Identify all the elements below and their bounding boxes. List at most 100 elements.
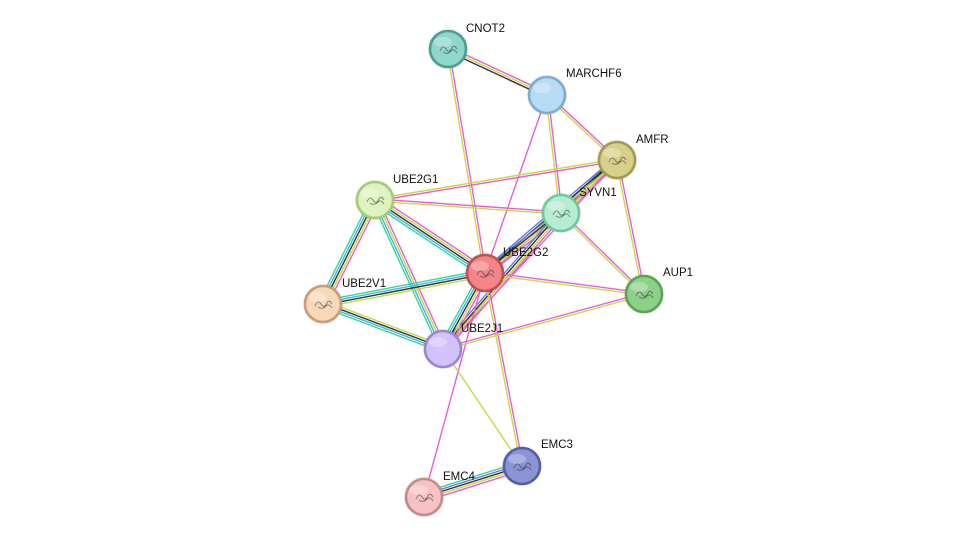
edge-evidence-line [442, 292, 645, 349]
edge-marchf6-syvn1[interactable] [545, 94, 563, 214]
protein-structure-icon [608, 156, 627, 165]
edge-ube2g2-ube2v1[interactable] [321, 269, 487, 308]
edge-evidence-line [323, 300, 445, 347]
edge-evidence-line [374, 199, 486, 274]
node-circle-aup1[interactable] [624, 274, 664, 314]
edge-ube2g1-ube2j1[interactable] [371, 197, 447, 352]
edge-evidence-line [322, 199, 376, 305]
edge-evidence-line [442, 294, 645, 351]
edge-evidence-line [547, 94, 563, 214]
node-gloss [630, 282, 648, 292]
node-halo [624, 274, 664, 314]
edge-evidence-line [371, 202, 484, 278]
edge-evidence-line [374, 198, 562, 213]
protein-structure-icon [476, 269, 495, 278]
node-gloss [361, 188, 379, 198]
node-label-aup1: AUP1 [663, 267, 693, 279]
node-circle-cnot2[interactable] [428, 29, 468, 69]
edge-evidence-line [322, 275, 487, 308]
edge-evidence-line [484, 94, 548, 274]
node-halo [423, 329, 463, 369]
node-circle-ube2g1[interactable] [355, 180, 395, 220]
edge-evidence-line [442, 348, 523, 467]
protein-structure-icon [552, 209, 571, 218]
node-circle-marchf6[interactable] [527, 75, 567, 115]
edge-ube2g1-ube2v1[interactable] [318, 197, 380, 307]
edge-evidence-line [322, 273, 486, 306]
edge-evidence-line [484, 271, 645, 294]
node-marchf6[interactable]: MARCHF6 [527, 68, 622, 115]
edge-evidence-line [322, 302, 445, 349]
node-halo [502, 446, 542, 486]
node-label-ube2j1: UBE2J1 [461, 323, 503, 335]
node-syvn1[interactable]: SYVN1 [541, 187, 617, 233]
edge-evidence-line [375, 198, 445, 350]
edge-evidence-line [377, 197, 447, 349]
node-aup1[interactable]: AUP1 [624, 267, 694, 314]
node-halo [597, 140, 637, 180]
edge-evidence-line [373, 199, 443, 351]
edge-ube2v1-ube2j1[interactable] [321, 300, 445, 353]
node-halo [303, 284, 343, 324]
node-ube2g2[interactable]: UBE2G2 [465, 247, 549, 293]
edge-evidence-line [448, 48, 487, 274]
node-circle-amfr[interactable] [597, 140, 637, 180]
node-circle-ube2j1[interactable] [423, 329, 463, 369]
node-ube2g1[interactable]: UBE2G1 [355, 174, 439, 220]
protein-structure-icon [366, 196, 385, 205]
edge-evidence-line [484, 273, 645, 296]
edge-ube2g2-aup1[interactable] [484, 271, 645, 296]
edge-evidence-line [559, 213, 644, 296]
edge-evidence-line [374, 200, 562, 215]
edge-ube2j1-emc3[interactable] [442, 348, 523, 467]
edge-amfr-aup1[interactable] [615, 159, 646, 295]
node-halo [527, 75, 567, 115]
edge-ube2j1-aup1[interactable] [442, 292, 645, 351]
edge-ube2g2-emc4[interactable] [423, 272, 486, 498]
node-cnot2[interactable]: CNOT2 [428, 23, 505, 69]
edge-evidence-line [561, 211, 646, 294]
node-label-cnot2: CNOT2 [466, 23, 505, 35]
node-circle-syvn1[interactable] [541, 193, 581, 233]
node-label-amfr: AMFR [636, 134, 669, 146]
node-gloss [603, 148, 621, 158]
edge-cnot2-ube2g2[interactable] [446, 48, 487, 274]
node-halo [404, 477, 444, 517]
node-ube2j1[interactable]: UBE2J1 [423, 323, 504, 369]
edge-ube2g2-emc3[interactable] [483, 272, 524, 467]
edge-evidence-line [617, 159, 646, 295]
node-circle-emc3[interactable] [502, 446, 542, 486]
node-gloss [533, 83, 551, 93]
node-circle-ube2g2[interactable] [465, 253, 505, 293]
node-emc4[interactable]: EMC4 [404, 471, 476, 517]
edge-evidence-line [373, 201, 485, 276]
edge-marchf6-ube2g2[interactable] [484, 94, 548, 274]
edge-evidence-line [321, 306, 443, 353]
edge-evidence-line [321, 269, 486, 302]
edge-evidence-line [322, 271, 486, 304]
edge-ube2g1-ube2g2[interactable] [371, 195, 489, 278]
node-gloss [547, 201, 565, 211]
node-emc3[interactable]: EMC3 [502, 439, 573, 486]
node-circle-ube2v1[interactable] [303, 284, 343, 324]
node-label-emc3: EMC3 [541, 439, 573, 451]
node-label-marchf6: MARCHF6 [566, 68, 622, 80]
node-circle-emc4[interactable] [404, 477, 444, 517]
edge-evidence-line [376, 195, 489, 271]
edge-amfr-ube2g1[interactable] [374, 158, 618, 202]
node-label-ube2v1: UBE2V1 [342, 278, 386, 290]
edge-evidence-line [615, 159, 644, 295]
edge-evidence-line [375, 197, 487, 272]
protein-structure-icon [635, 290, 654, 299]
node-amfr[interactable]: AMFR [597, 134, 669, 180]
edge-evidence-line [324, 200, 378, 306]
node-halo [465, 253, 505, 293]
node-label-ube2g2: UBE2G2 [503, 247, 548, 259]
protein-structure-icon [513, 462, 532, 471]
node-ube2v1[interactable]: UBE2V1 [303, 278, 387, 324]
edge-ube2g1-syvn1[interactable] [374, 198, 562, 215]
edge-syvn1-aup1[interactable] [559, 211, 646, 296]
protein-structure-icon [439, 45, 458, 54]
node-halo [355, 180, 395, 220]
edge-evidence-line [326, 201, 380, 307]
